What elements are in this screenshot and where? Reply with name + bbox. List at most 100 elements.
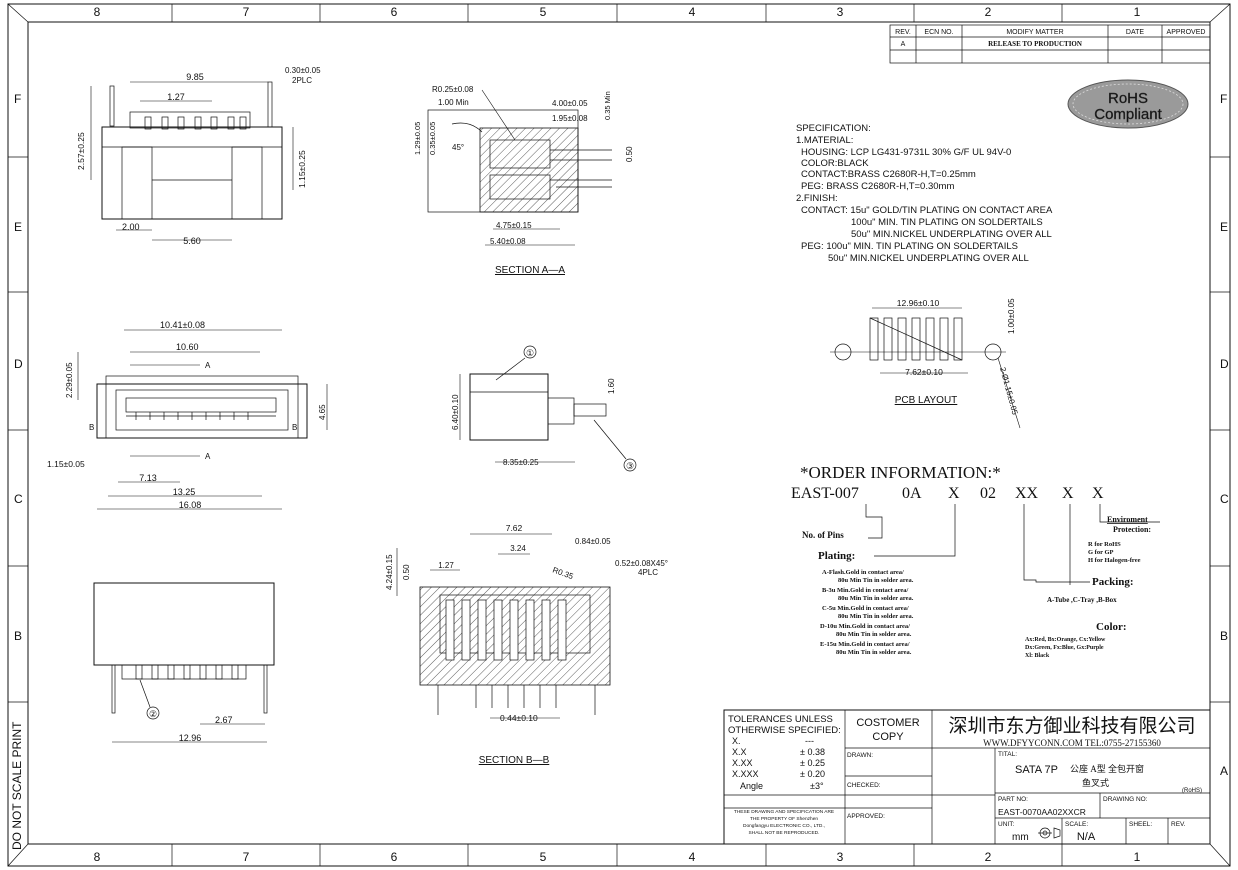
color-line: Xl: Black xyxy=(1025,653,1050,659)
col-label: 8 xyxy=(94,850,101,864)
plating-line: E-15u Min.Gold in contact area/ xyxy=(820,641,910,648)
col-label: 5 xyxy=(540,5,547,19)
dim-label: 16.08 xyxy=(179,500,202,510)
row-label: C xyxy=(14,492,23,506)
unit-value: mm xyxy=(1012,832,1029,843)
dim-label: 1.15±0.05 xyxy=(47,459,85,469)
order-code-color: XX xyxy=(1015,485,1039,502)
dim-label: 5.40±0.08 xyxy=(490,237,526,246)
tol-value: ±3° xyxy=(810,781,824,791)
dim-label: 2.29±0.05 xyxy=(65,362,74,398)
dim-label: 0.30±0.05 xyxy=(285,66,321,75)
tolerance-title: OTHERWISE SPECIFIED: xyxy=(728,725,841,736)
dim-label: 0.52±0.08X45° xyxy=(615,559,668,568)
dim-label: 3.24 xyxy=(510,544,526,553)
spec-line: COLOR:BLACK xyxy=(801,158,869,169)
property-note: THE PROPERTY OF Shenzhen xyxy=(750,816,818,822)
compliant-text: Compliant xyxy=(1094,106,1162,123)
dim-label: 10.41±0.08 xyxy=(160,320,205,330)
dim-label: 0.50 xyxy=(625,146,634,162)
col-label: 2 xyxy=(985,850,992,864)
side-view: ① ③ 6.40±0.10 1.60 8.35±0.25 xyxy=(451,345,637,472)
order-code-pins: 0A xyxy=(902,485,922,502)
title-cn-2: 鱼叉式 xyxy=(1082,777,1109,788)
pcb-layout-view: 12.96±0.10 7.62±0.10 1.00±0.05 2-Ø1.15±0… xyxy=(830,298,1021,429)
col-label: 7 xyxy=(243,5,250,19)
dim-label: B xyxy=(89,423,94,432)
title-main: SATA 7P xyxy=(1015,764,1058,776)
tol-value: ± 0.20 xyxy=(800,769,825,779)
order-code-02: 02 xyxy=(980,485,996,502)
dim-label: 4.24±0.15 xyxy=(385,554,394,590)
copy-label: COPY xyxy=(872,731,904,743)
dim-label: 0.35±0.05 xyxy=(428,122,437,155)
color-line: Dx:Green, Fx:Blue, Gx:Purple xyxy=(1025,645,1104,651)
row-label: E xyxy=(14,220,22,234)
dim-label: 4.00±0.05 xyxy=(552,99,588,108)
title-block: TOLERANCES UNLESS OTHERWISE SPECIFIED: X… xyxy=(723,709,1211,845)
tol-value: --- xyxy=(805,736,814,746)
order-code-plating: X xyxy=(948,485,960,502)
checked-label: CHECKED: xyxy=(847,782,881,789)
row-label: A xyxy=(1220,764,1228,778)
dim-label: 4.65 xyxy=(318,404,327,420)
order-information: *ORDER INFORMATION:* EAST-007 0A X 02 XX… xyxy=(791,463,1160,659)
section-bb-view: 7.62 3.24 1.27 R0.35 0.84±0.05 0.52±0.08… xyxy=(385,523,668,766)
title-label: TITAL: xyxy=(998,751,1017,758)
env-line: R for RoHS xyxy=(1088,541,1121,548)
dim-label: 12.96±0.10 xyxy=(897,298,940,308)
dim-label: R0.35 xyxy=(551,565,575,581)
ecn-header: ECN NO. xyxy=(924,29,953,36)
callout-1: ① xyxy=(526,348,534,358)
plating-line: 80u Min Tin in solder area. xyxy=(838,577,914,584)
dim-label: 8.35±0.25 xyxy=(503,458,539,467)
col-label: 6 xyxy=(391,5,398,19)
property-note: Dongfangyu ELECTRONIC CO., LTD., xyxy=(743,823,825,829)
dim-label: 4.75±0.15 xyxy=(496,221,532,230)
packing-label: Packing: xyxy=(1092,576,1134,588)
col-label: 6 xyxy=(391,850,398,864)
spec-line: 2.FINISH: xyxy=(796,193,838,204)
drawing-no-label: DRAWING NO: xyxy=(1103,796,1148,803)
dim-label: 7.62±0.10 xyxy=(905,367,943,377)
rev-label: REV. xyxy=(1171,821,1186,828)
section-bb-title: SECTION B—B xyxy=(479,755,550,766)
spec-line: 100u" MIN. TIN PLATING ON SOLDERTAILS xyxy=(851,217,1043,228)
approved-label: APPROVED: xyxy=(847,813,885,820)
order-code-packing: X xyxy=(1062,485,1074,502)
order-code-base: EAST-007 xyxy=(791,485,859,502)
dim-label: 1.00±0.05 xyxy=(1007,298,1016,334)
dim-label: 6.40±0.10 xyxy=(451,394,460,430)
unit-label: UNIT: xyxy=(998,821,1014,828)
plating-line: 80u Min Tin in solder area. xyxy=(836,649,912,656)
col-label: 3 xyxy=(837,5,844,19)
row-label: B xyxy=(14,629,22,643)
spec-line: CONTACT: 15u" GOLD/TIN PLATING ON CONTAC… xyxy=(801,205,1053,216)
order-pins-label: No. of Pins xyxy=(802,530,844,540)
sheet-label: SHEEL: xyxy=(1129,821,1152,828)
date-header: DATE xyxy=(1126,29,1144,36)
col-label: 4 xyxy=(689,5,696,19)
spec-line: 1.MATERIAL: xyxy=(796,135,853,146)
modify-header: MODIFY MATTER xyxy=(1006,29,1063,36)
tol-key: X.XXX xyxy=(732,769,759,779)
dim-label: 1.29±0.05 xyxy=(413,122,422,155)
tolerance-title: TOLERANCES UNLESS xyxy=(728,714,833,725)
scale-value: N/A xyxy=(1077,831,1096,843)
spec-line: 50u" MIN.NICKEL UNDERPLATING OVER ALL xyxy=(828,253,1029,264)
tol-value: ± 0.38 xyxy=(800,747,825,757)
dim-label: 2.00 xyxy=(122,222,140,232)
tol-key: X.XX xyxy=(732,758,753,768)
dim-label: A xyxy=(205,361,211,370)
dim-label: 1.27 xyxy=(438,561,454,570)
color-line: Ax:Red, Bx:Orange, Cx:Yellow xyxy=(1025,637,1106,643)
rohs-small: (RoHS) xyxy=(1182,788,1202,794)
dim-label: 2.67 xyxy=(215,715,233,725)
title-cn: 公座 A型 全包开窗 xyxy=(1070,763,1144,774)
dim-label: 7.13 xyxy=(139,473,157,483)
tol-key: X. xyxy=(732,736,741,746)
env-line: G for GP xyxy=(1088,549,1114,556)
part-no: EAST-0070AA02XXCR xyxy=(998,807,1086,817)
dim-label: 5.60 xyxy=(183,236,201,246)
